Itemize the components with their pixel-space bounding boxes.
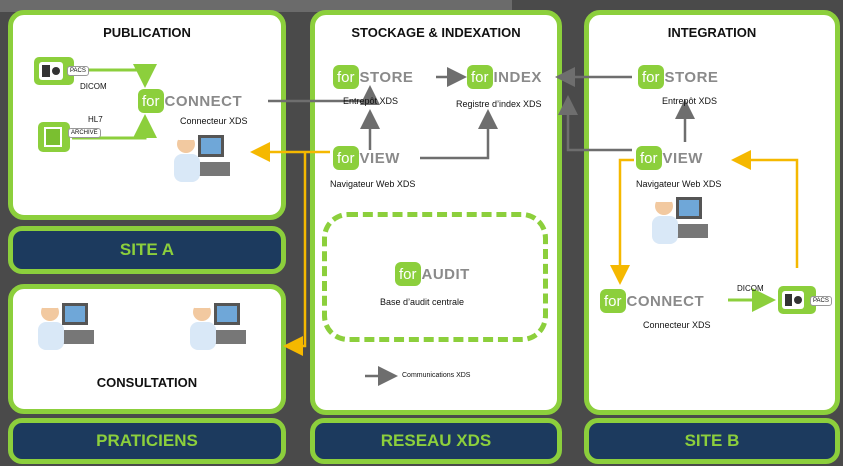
storage-title: STOCKAGE & INDEXATION	[351, 25, 521, 40]
pacs-device-icon-b	[776, 284, 818, 321]
connect-to-store-arrow	[268, 85, 380, 105]
pacs-device-icon	[32, 55, 76, 92]
site-b-label: SITE B	[584, 418, 840, 464]
doctor-computer-icon-a	[174, 134, 230, 182]
publication-title: PUBLICATION	[103, 25, 191, 40]
hl7-label: HL7	[88, 115, 103, 124]
pacs-tag-b: PACS	[810, 296, 832, 306]
connecteur-label-a: Connecteur XDS	[180, 116, 248, 126]
entrepot-label: Entrepôt XDS	[343, 96, 399, 106]
archive-device-icon	[36, 120, 72, 159]
doctor-computer-icon-c2	[190, 302, 246, 350]
archive-to-connect-arrow	[72, 114, 157, 140]
connecteur-label-b: Connecteur XDS	[643, 320, 711, 330]
dicom-label-b: DICOM	[737, 284, 764, 293]
site-a-label: SITE A	[8, 226, 286, 274]
archive-tag: ARCHIVE	[68, 128, 101, 138]
view-to-index-arrow	[420, 109, 498, 160]
top-band	[0, 0, 512, 12]
audit-dashed-box	[322, 212, 548, 342]
navigateur-label: Navigateur Web XDS	[330, 179, 416, 189]
praticiens-label: PRATICIENS	[8, 418, 286, 464]
siteb-pacs-to-view-orange	[731, 150, 799, 268]
doctor-computer-icon-b	[652, 196, 708, 244]
siteb-view-to-index-arrow	[558, 95, 632, 152]
view-to-consultation-orange	[283, 152, 307, 356]
integration-title: INTEGRATION	[667, 25, 757, 40]
dicom-label: DICOM	[80, 82, 107, 91]
siteb-view-to-connect-orange	[610, 158, 634, 285]
audit-label: Base d’audit centrale	[380, 297, 465, 307]
navigateur-label-b: Navigateur Web XDS	[636, 179, 722, 189]
pacs-to-connect-arrow	[72, 64, 157, 88]
consultation-title: CONSULTATION	[96, 375, 198, 390]
registre-label: Registre d’index XDS	[456, 99, 542, 109]
reseau-xds-label: RESEAU XDS	[310, 418, 562, 464]
entrepot-label-b: Entrepôt XDS	[662, 96, 718, 106]
legend-label: Communications XDS	[402, 372, 471, 379]
pacs-tag: PACS	[67, 66, 89, 76]
doctor-computer-icon-c1	[38, 302, 94, 350]
